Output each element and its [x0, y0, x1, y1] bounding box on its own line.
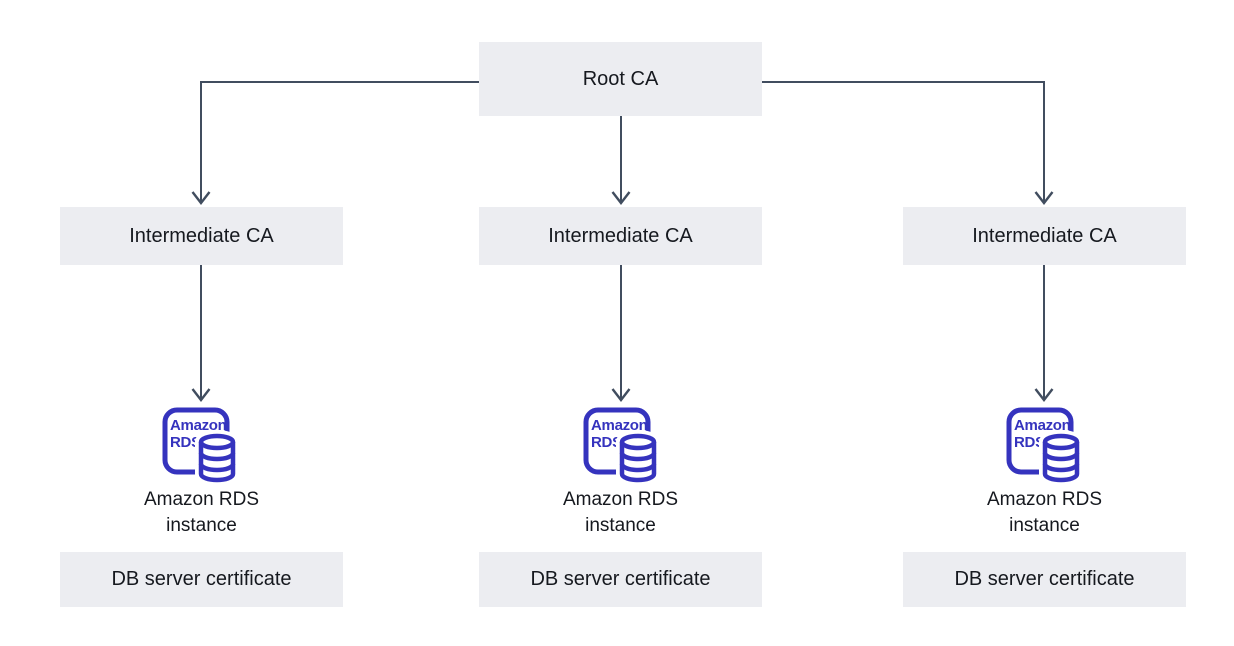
- database-cylinder-icon: [1039, 430, 1083, 486]
- database-cylinder-icon: [616, 430, 660, 486]
- intermediate-ca-box: Intermediate CA: [60, 207, 343, 265]
- caption-line1: Amazon RDS: [986, 489, 1103, 510]
- caption-line2: instance: [1009, 515, 1080, 536]
- rds-instance-caption: Amazon RDS instance: [479, 487, 762, 539]
- caption-line2: instance: [585, 515, 656, 536]
- rds-icon-text-line2: RDS: [1014, 434, 1045, 451]
- rds-instance-caption: Amazon RDS instance: [60, 487, 343, 539]
- db-server-certificate-label: DB server certificate: [111, 568, 292, 590]
- caption-line1: Amazon RDS: [562, 489, 679, 510]
- connector-root-to-right: [762, 81, 1045, 201]
- intermediate-ca-box: Intermediate CA: [479, 207, 762, 265]
- arrowhead-right-intermediate: [1034, 191, 1054, 205]
- caption-line1: Amazon RDS: [143, 489, 260, 510]
- intermediate-ca-label: Intermediate CA: [972, 224, 1117, 247]
- db-server-certificate-box: DB server certificate: [60, 552, 343, 607]
- intermediate-ca-box: Intermediate CA: [903, 207, 1186, 265]
- root-ca-box: Root CA: [479, 42, 762, 116]
- arrowhead-left-intermediate: [191, 191, 211, 205]
- rds-icon-text-line1: Amazon: [170, 417, 227, 434]
- db-server-certificate-box: DB server certificate: [903, 552, 1186, 607]
- intermediate-ca-label: Intermediate CA: [129, 224, 274, 247]
- amazon-rds-icon: Amazon RDS: [162, 407, 239, 486]
- caption-line2: instance: [166, 515, 237, 536]
- arrowhead-right-rds: [1034, 388, 1054, 402]
- amazon-rds-icon: Amazon RDS: [1006, 407, 1083, 486]
- rds-instance-caption: Amazon RDS instance: [903, 487, 1186, 539]
- rds-icon-text-line2: RDS: [170, 434, 201, 451]
- db-server-certificate-box: DB server certificate: [479, 552, 762, 607]
- arrowhead-left-rds: [191, 388, 211, 402]
- connector-root-to-left: [200, 81, 479, 201]
- rds-icon-text-line2: RDS: [591, 434, 622, 451]
- rds-icon-text-line1: Amazon: [1014, 417, 1071, 434]
- root-ca-label: Root CA: [582, 67, 659, 90]
- intermediate-ca-label: Intermediate CA: [548, 224, 693, 247]
- amazon-rds-icon: Amazon RDS: [583, 407, 660, 486]
- database-cylinder-icon: [195, 430, 239, 486]
- db-server-certificate-label: DB server certificate: [954, 568, 1135, 590]
- db-server-certificate-label: DB server certificate: [530, 568, 711, 590]
- arrowhead-middle-rds: [611, 388, 631, 402]
- rds-icon-text-line1: Amazon: [591, 417, 648, 434]
- arrowhead-middle-intermediate: [611, 191, 631, 205]
